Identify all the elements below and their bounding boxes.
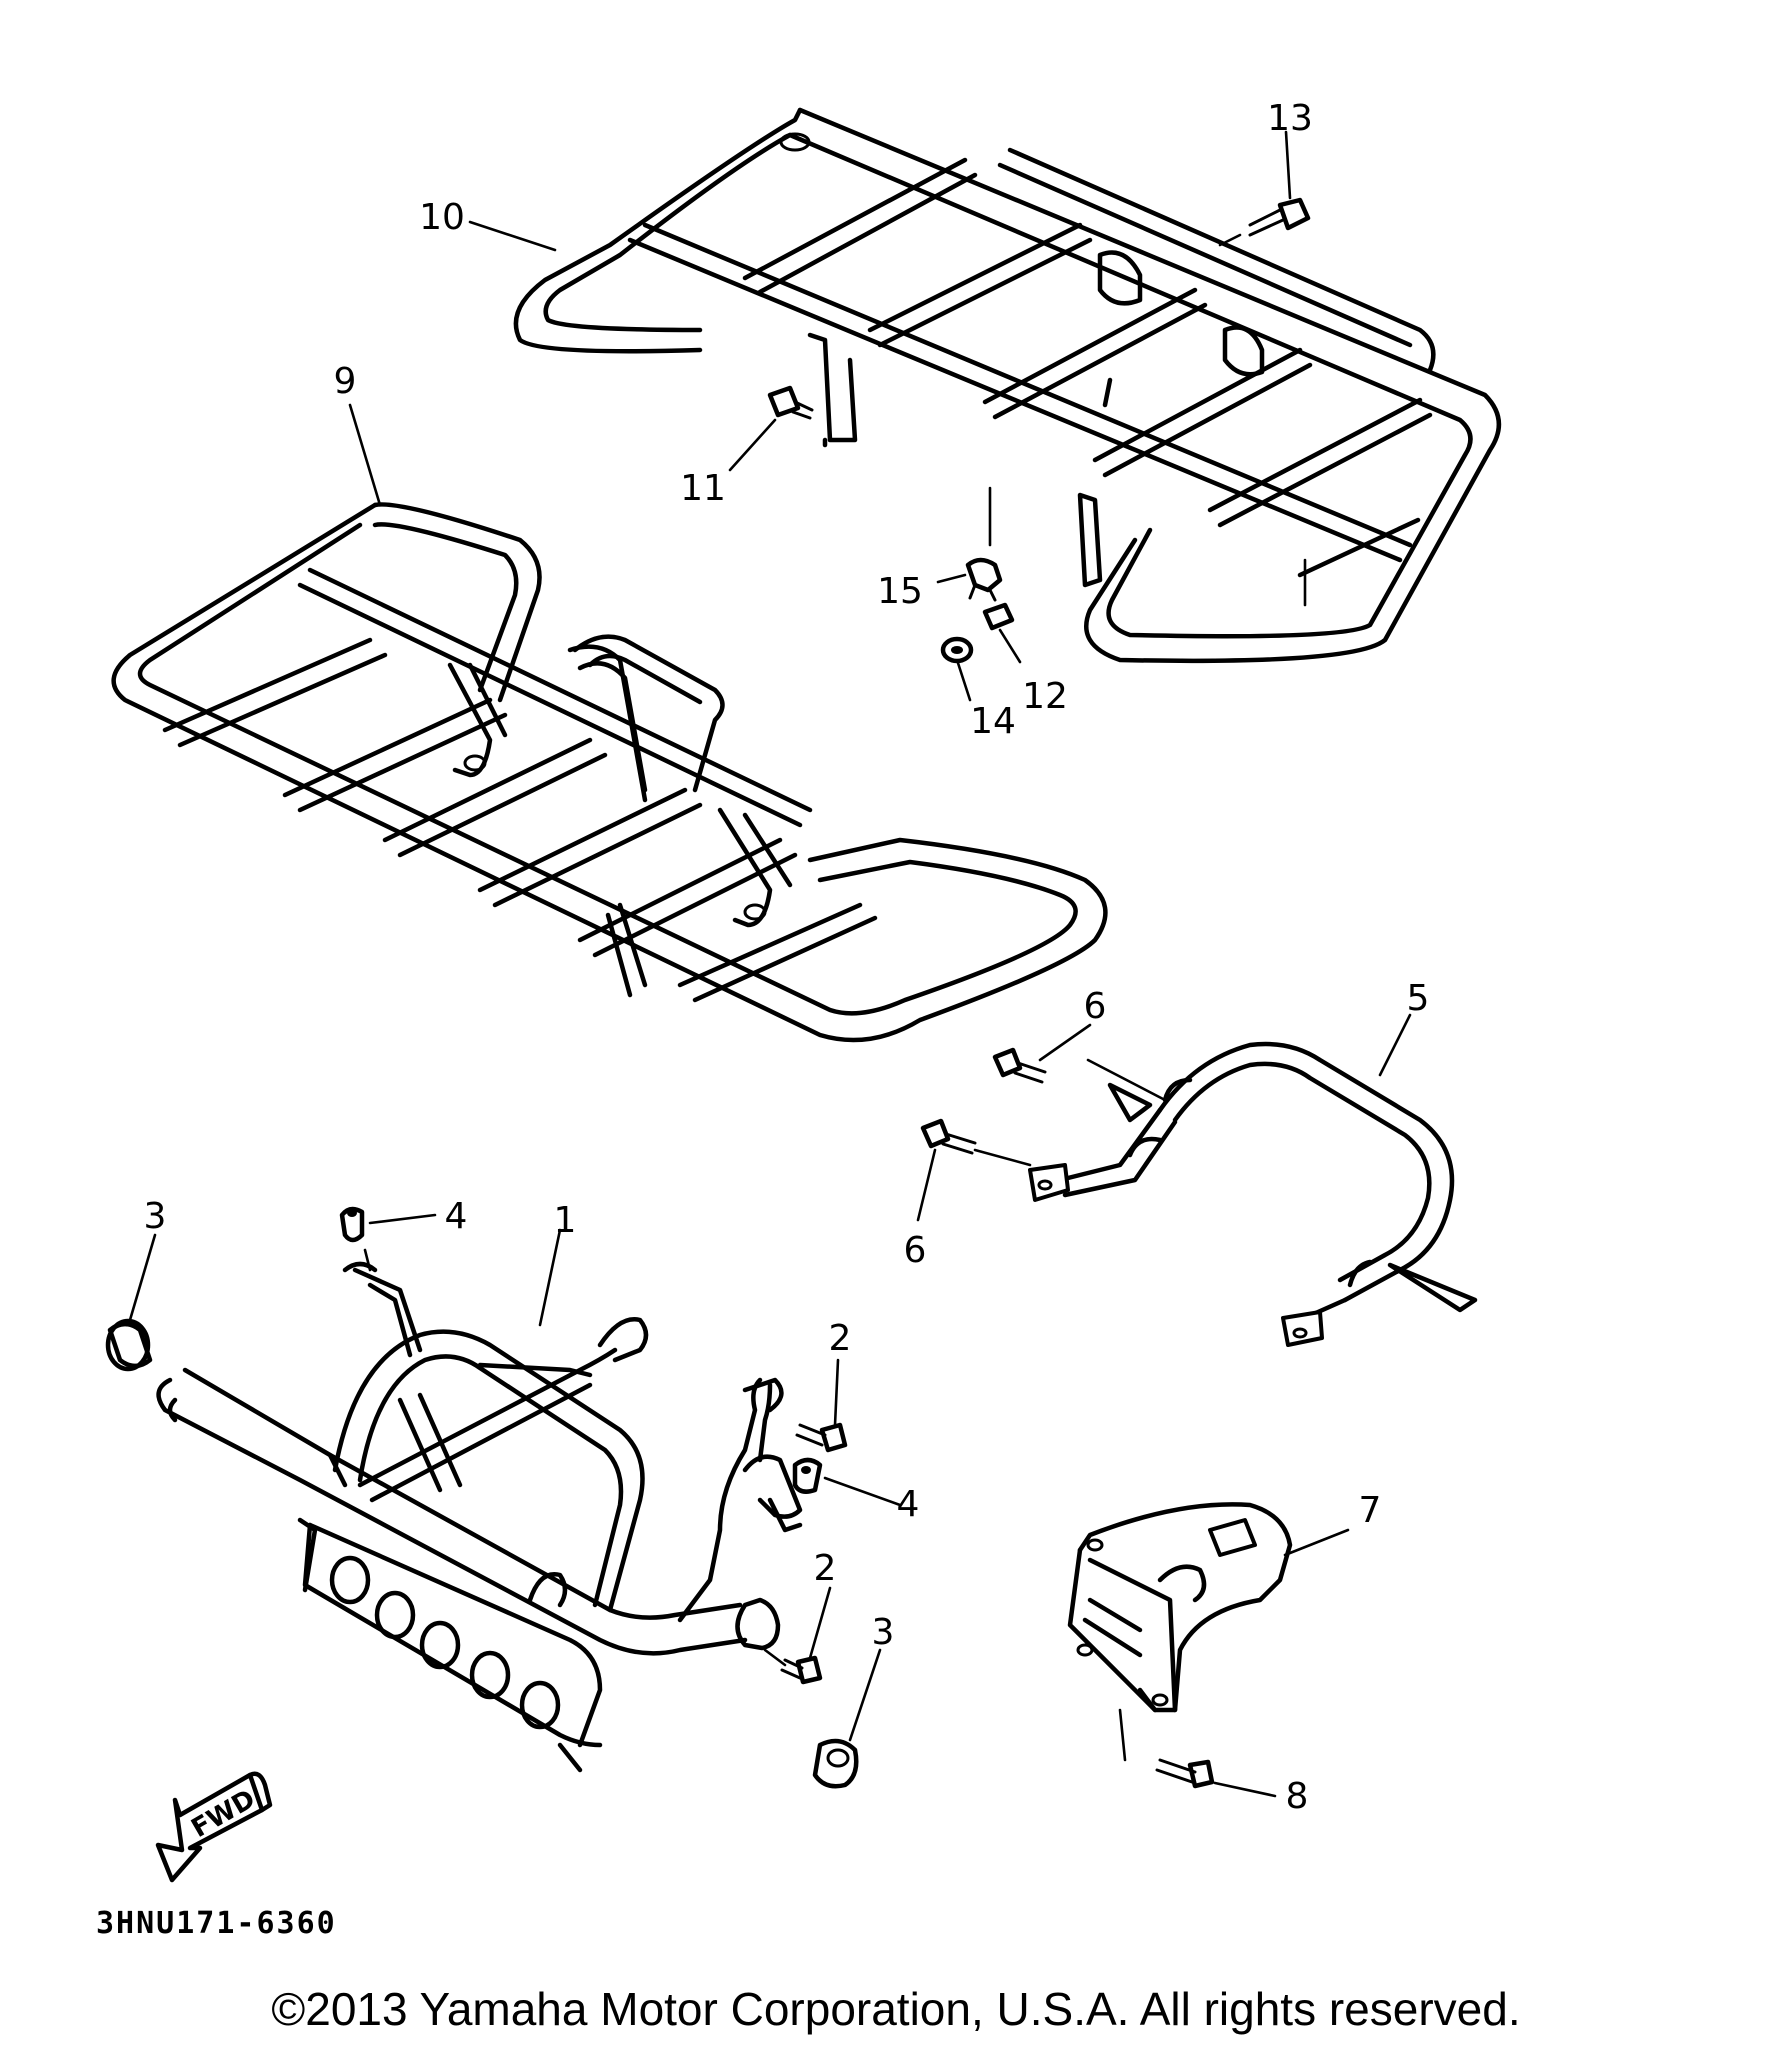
callout-4-upper: 4: [445, 1196, 468, 1237]
callout-13: 13: [1267, 98, 1313, 139]
callout-14: 14: [970, 701, 1016, 742]
bolt-6-lower: [920, 1118, 977, 1155]
bolt-13: [1248, 197, 1311, 237]
callout-8: 8: [1286, 1776, 1309, 1817]
grommet-3-right: [812, 1738, 859, 1789]
nut-14: [940, 636, 974, 664]
rear-guard: [1028, 1041, 1478, 1347]
bolt-6-upper: [992, 1047, 1047, 1084]
fwd-arrow: FWD: [155, 1771, 273, 1883]
callout-6-lower: 6: [904, 1230, 927, 1271]
leader-lines: [128, 130, 1412, 1798]
diagram-part-code: 3HNU171-6360: [96, 1906, 337, 1941]
callout-3-left: 3: [144, 1196, 167, 1237]
callout-4-lower: 4: [897, 1484, 920, 1525]
clip-15: [965, 557, 1003, 602]
callout-11: 11: [680, 468, 726, 509]
callout-2-lower: 2: [814, 1548, 837, 1589]
bolt-11: [767, 385, 814, 420]
copyright-notice: ©2013 Yamaha Motor Corporation, U.S.A. A…: [271, 1983, 1521, 2035]
callout-15: 15: [877, 571, 923, 612]
front-carrier-rack: [111, 502, 1108, 1043]
callout-5: 5: [1407, 978, 1430, 1019]
callout-10: 10: [419, 197, 465, 238]
bolt-2-upper: [795, 1422, 848, 1453]
collar-12: [982, 602, 1015, 631]
nut-4-lower: [792, 1457, 823, 1494]
callout-2-upper: 2: [829, 1318, 852, 1359]
rear-carrier-rack: [513, 107, 1502, 664]
nut-4-upper: [339, 1206, 365, 1243]
grommet-3-left: [105, 1318, 153, 1372]
callout-1: 1: [554, 1200, 577, 1241]
callout-3-right: 3: [872, 1612, 895, 1653]
front-guard: [156, 1261, 803, 1773]
callout-9: 9: [334, 361, 357, 402]
fwd-label: FWD: [187, 1784, 261, 1844]
callout-6-upper: 6: [1084, 986, 1107, 1027]
callout-7: 7: [1359, 1490, 1382, 1531]
bracket: [1067, 1502, 1293, 1713]
bolt-2-lower: [780, 1655, 823, 1685]
callout-12: 12: [1022, 676, 1068, 717]
bolt-8: [1155, 1758, 1215, 1789]
callout-labels: 1 2 2 3 3 4 4 5 6 6 7 8 9 10 11 12 13 14…: [144, 98, 1430, 1817]
